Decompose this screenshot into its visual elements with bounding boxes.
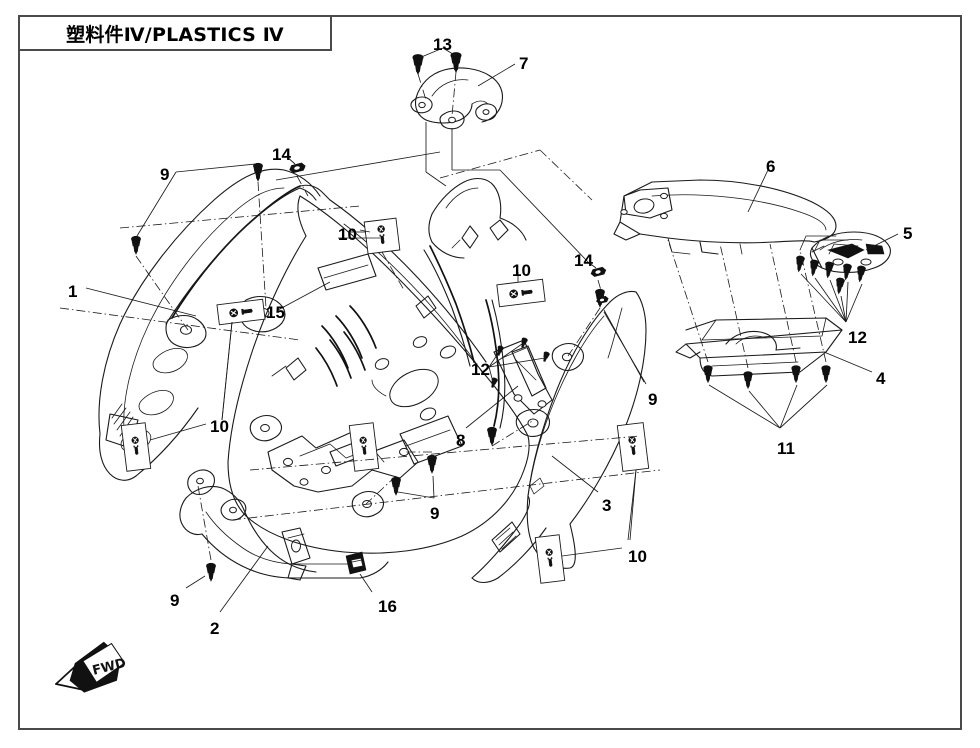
callout-number-12a: 12 <box>471 360 490 379</box>
callout-number-16: 16 <box>378 597 397 616</box>
parts-ref-14-grommets <box>285 155 610 305</box>
callout-number-9b: 9 <box>648 390 658 409</box>
callout-number-13: 13 <box>433 35 452 54</box>
callout-number-7: 7 <box>519 54 529 73</box>
diagram-title: 塑料件Ⅳ/PLASTICS Ⅳ <box>66 23 284 46</box>
callout-number-9a: 9 <box>160 165 170 184</box>
fasteners-ref-12-right <box>794 235 867 323</box>
callout-number-10c: 10 <box>210 417 229 436</box>
callout-number-4: 4 <box>876 369 886 388</box>
part-16-clip-retainer <box>345 551 373 593</box>
part-4-rear-under-tray <box>675 317 843 377</box>
part-7-upper-mount-bracket <box>410 47 504 130</box>
callout-number-9c: 9 <box>170 591 180 610</box>
callout-number-10a: 10 <box>338 225 357 244</box>
callout-number-2: 2 <box>210 619 220 638</box>
callout-number-15: 15 <box>266 303 285 322</box>
part-8-center-bracket-plate <box>488 336 553 415</box>
callout-number-5: 5 <box>903 224 913 243</box>
callout-number-10b: 10 <box>512 261 531 280</box>
callout-number-14a: 14 <box>272 145 291 164</box>
drawing-frame-border <box>18 15 962 730</box>
callout-number-1: 1 <box>68 282 78 301</box>
callout-number-9d: 9 <box>430 504 440 523</box>
title-block: 塑料件Ⅳ/PLASTICS Ⅳ <box>18 15 332 51</box>
fasteners-ref-11 <box>667 239 831 429</box>
part-3-right-side-fairing <box>471 290 647 584</box>
callout-number-6: 6 <box>766 157 776 176</box>
callout-number-14b: 14 <box>574 251 593 270</box>
callout-leader-lines <box>59 63 899 613</box>
callout-number-11: 11 <box>777 439 795 458</box>
callout-number-10d: 10 <box>628 547 647 566</box>
callout-number-3: 3 <box>602 496 612 515</box>
part-2-lower-left-cover <box>179 469 389 581</box>
fwd-orientation-marker: FWD <box>55 641 128 693</box>
detail-boxes-ref-10 <box>120 217 650 584</box>
callout-number-8: 8 <box>456 431 466 450</box>
callout-number-12b: 12 <box>848 328 867 347</box>
part-5-tail-light-bracket <box>809 231 891 274</box>
